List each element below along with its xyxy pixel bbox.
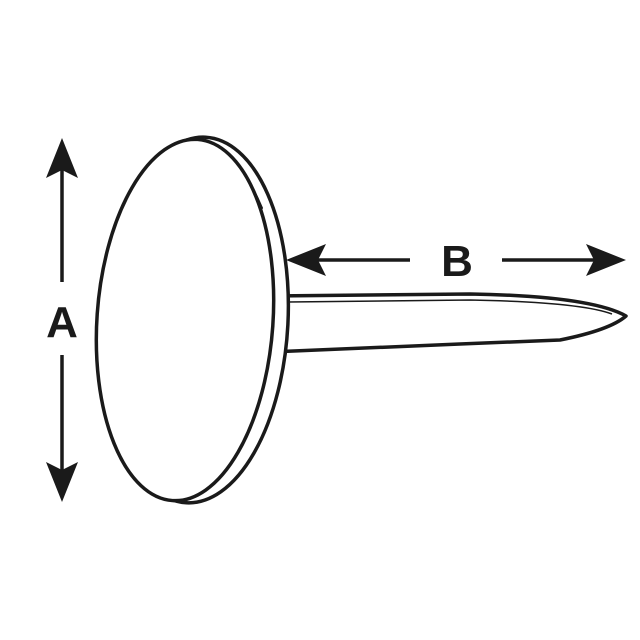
pin-shaft — [268, 292, 628, 354]
dimension-b-label: B — [441, 237, 473, 286]
dimension-a-label: A — [46, 298, 78, 347]
tack-head-face — [94, 137, 276, 503]
pin-shaft-highlight — [287, 299, 613, 315]
dimension-b-arrow — [286, 244, 626, 276]
arrowhead-down — [46, 462, 78, 502]
dimension-a-arrow — [46, 138, 78, 502]
arrowhead-left — [286, 244, 326, 276]
arrowhead-up — [46, 138, 78, 178]
arrowhead-right — [586, 244, 626, 276]
